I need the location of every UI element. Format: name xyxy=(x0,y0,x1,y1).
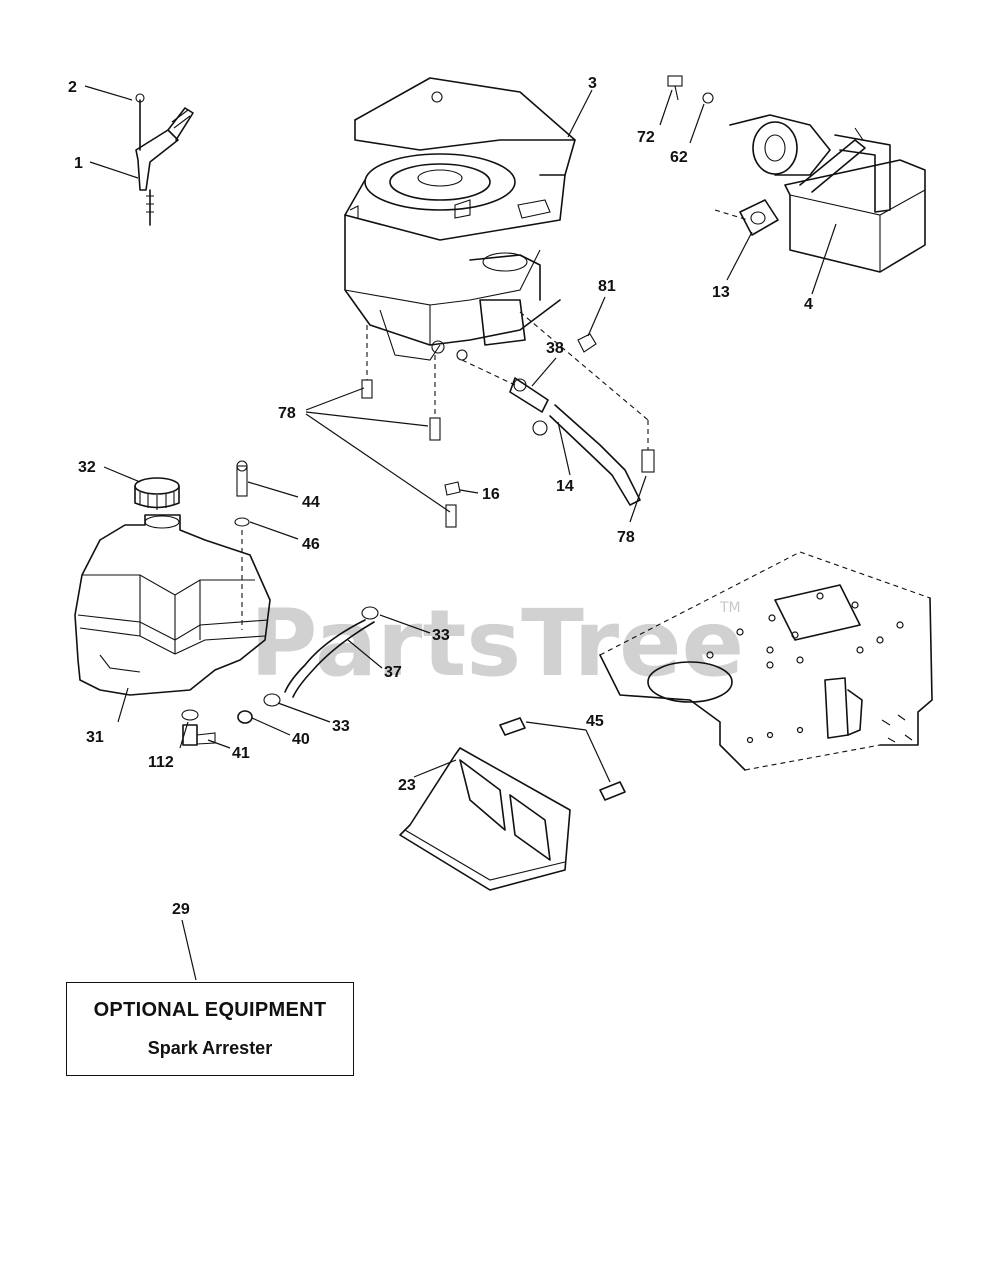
fuel-tank-part xyxy=(74,460,271,696)
callout-46: 46 xyxy=(302,536,320,553)
muffler-part xyxy=(667,75,926,273)
optional-equipment-box: OPTIONAL EQUIPMENT Spark Arrester xyxy=(66,982,354,1076)
callout-23: 23 xyxy=(398,777,416,794)
callout-38: 38 xyxy=(546,340,564,357)
callout-112: 112 xyxy=(148,754,174,771)
callout-72: 72 xyxy=(637,129,655,146)
frame-part xyxy=(599,551,933,771)
heat-shield-part xyxy=(399,717,626,891)
optional-equipment-title: OPTIONAL EQUIPMENT xyxy=(93,999,327,1021)
callout-2: 2 xyxy=(68,79,77,96)
callout-32: 32 xyxy=(78,459,96,476)
leader-lines xyxy=(84,85,837,981)
mounting-bolts-part xyxy=(361,325,461,528)
callout-31: 31 xyxy=(86,729,104,746)
callout-33-a: 33 xyxy=(432,627,450,644)
watermark-tm: TM xyxy=(719,600,741,616)
callout-14: 14 xyxy=(556,478,574,495)
callout-1: 1 xyxy=(74,155,83,172)
callout-78-b: 78 xyxy=(617,529,635,546)
callout-13: 13 xyxy=(712,284,730,301)
callout-3: 3 xyxy=(588,75,597,92)
engine-part xyxy=(344,77,576,361)
callout-33-b: 33 xyxy=(332,718,350,735)
callout-81: 81 xyxy=(598,278,616,295)
throttle-control-part xyxy=(135,93,194,226)
callout-45: 45 xyxy=(586,713,604,730)
callout-16: 16 xyxy=(482,486,500,503)
callout-40: 40 xyxy=(292,731,310,748)
watermark-text: PartsTree xyxy=(250,590,744,697)
fuel-valve-part xyxy=(181,709,216,746)
callout-44: 44 xyxy=(302,494,320,511)
callout-78-a: 78 xyxy=(278,405,296,422)
optional-equipment-subtitle: Spark Arrester xyxy=(147,1038,273,1058)
fuel-filter-part xyxy=(461,311,655,506)
callout-37: 37 xyxy=(384,664,402,681)
callout-29: 29 xyxy=(172,901,190,918)
callout-labels: 2 1 3 72 62 13 4 81 38 78 16 14 78 32 44… xyxy=(68,75,813,918)
callout-41: 41 xyxy=(232,745,250,762)
callout-4: 4 xyxy=(804,296,813,313)
callout-62: 62 xyxy=(670,149,688,166)
fuel-line-part xyxy=(237,606,379,724)
